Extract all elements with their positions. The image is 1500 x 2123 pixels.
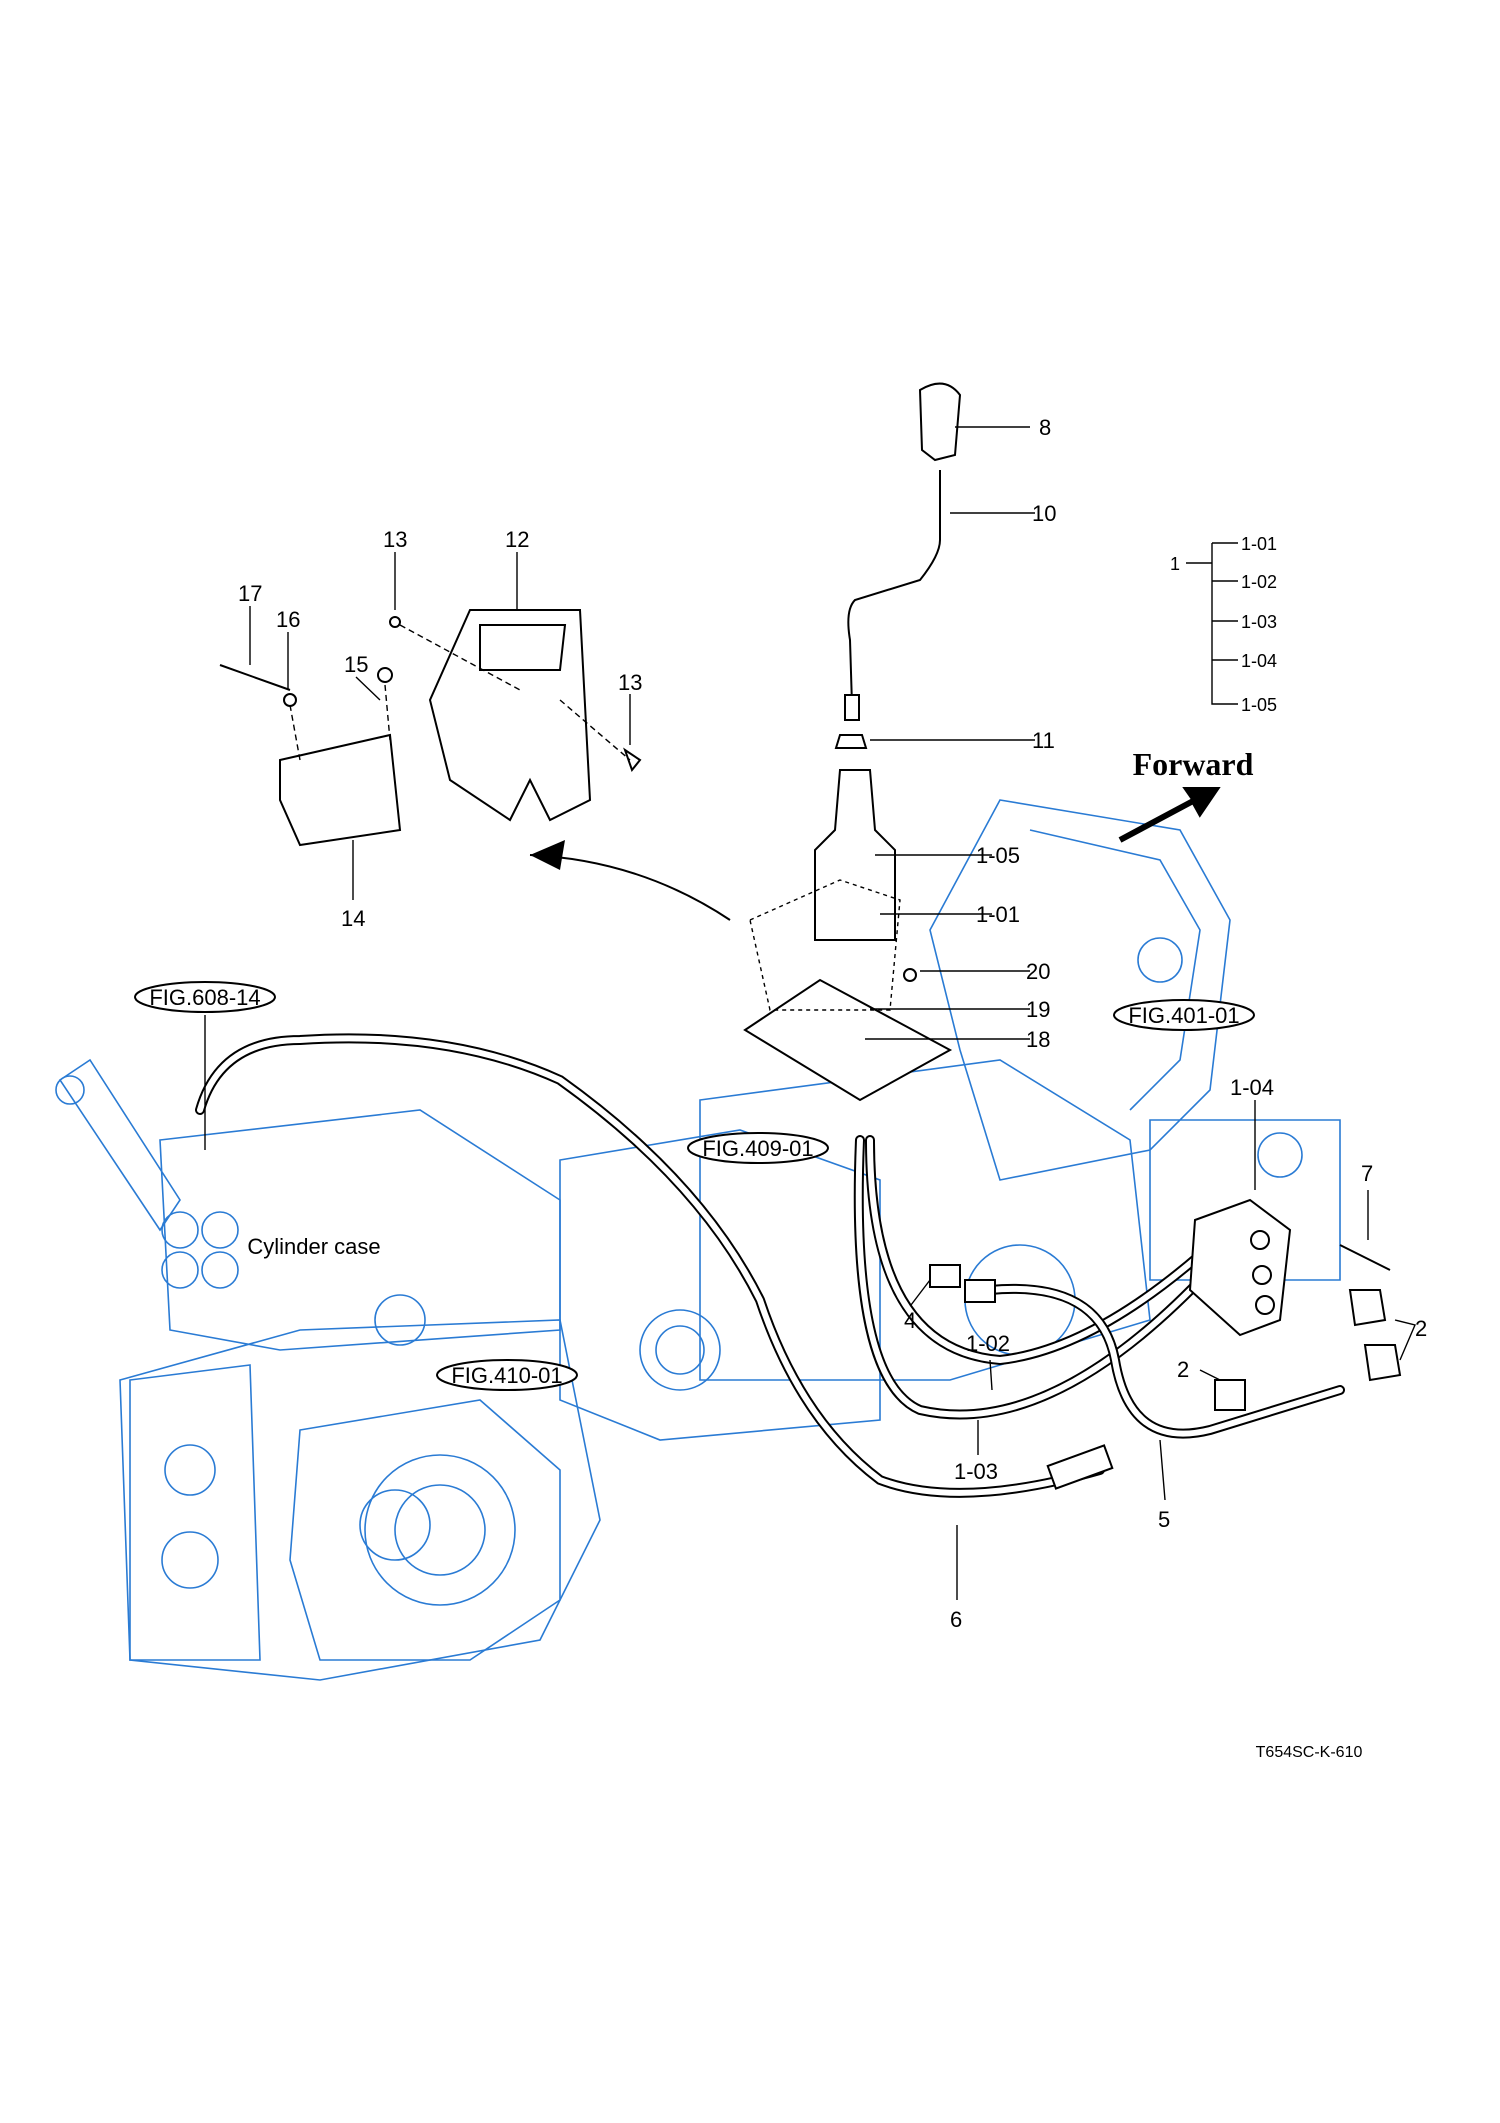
callout-1-04: 1-04 (1230, 1075, 1274, 1100)
callout-20: 20 (1026, 959, 1050, 984)
callout-13a: 13 (383, 527, 407, 552)
callout-6: 6 (950, 1607, 962, 1632)
tree-parent: 1 (1170, 554, 1180, 574)
callout-1-02: 1-02 (966, 1331, 1010, 1356)
callout-18: 18 (1026, 1027, 1050, 1052)
callout-19: 19 (1026, 997, 1050, 1022)
callout-17: 17 (238, 581, 262, 606)
callout-1-01: 1-01 (976, 902, 1020, 927)
figure-references: FIG.608-14 FIG.409-01 FIG.410-01 FIG.401… (134, 981, 1255, 1391)
tree-child: 1-03 (1241, 612, 1277, 632)
callout-8: 8 (1039, 415, 1051, 440)
control-valve (1188, 1198, 1402, 1411)
tree-child: 1-02 (1241, 572, 1277, 592)
fig-ref-410-01[interactable]: FIG.410-01 (451, 1363, 562, 1388)
callout-13b: 13 (618, 670, 642, 695)
callout-12: 12 (505, 527, 529, 552)
callout-14: 14 (341, 906, 365, 931)
lever-guide-bracket (219, 609, 731, 921)
forward-heading: Forward (1133, 746, 1254, 782)
fig-ref-401-01[interactable]: FIG.401-01 (1128, 1003, 1239, 1028)
tree-child: 1-04 (1241, 651, 1277, 671)
leader-lines (204, 426, 1416, 1600)
callouts: 8 10 11 1-05 1-01 20 19 18 1-04 7 2 2 5 … (238, 415, 1427, 1632)
callout-2b: 2 (1177, 1357, 1189, 1382)
forward-arrow (1118, 787, 1221, 843)
callout-1-05: 1-05 (976, 843, 1020, 868)
tree-child: 1-01 (1241, 534, 1277, 554)
drawing-code: T654SC-K-610 (1256, 1744, 1363, 1761)
callout-2a: 2 (1415, 1316, 1427, 1341)
cylinder-case-label: Cylinder case (247, 1234, 380, 1259)
callout-5: 5 (1158, 1507, 1170, 1532)
callout-11: 11 (1032, 728, 1055, 753)
tree-child: 1-05 (1241, 695, 1277, 715)
callout-7: 7 (1361, 1161, 1373, 1186)
callout-15: 15 (344, 652, 368, 677)
hydraulic-hoses (195, 1033, 1345, 1498)
fig-ref-608-14[interactable]: FIG.608-14 (149, 985, 260, 1010)
callout-4: 4 (904, 1308, 916, 1333)
transmission-housing (55, 799, 1341, 1681)
callout-16: 16 (276, 607, 300, 632)
fig-ref-409-01[interactable]: FIG.409-01 (702, 1136, 813, 1161)
control-lever (743, 382, 962, 1102)
callout-1-03: 1-03 (954, 1459, 998, 1484)
assembly-tree: 1 1-01 1-02 1-03 1-04 1-05 (1170, 534, 1277, 715)
callout-10: 10 (1032, 501, 1056, 526)
